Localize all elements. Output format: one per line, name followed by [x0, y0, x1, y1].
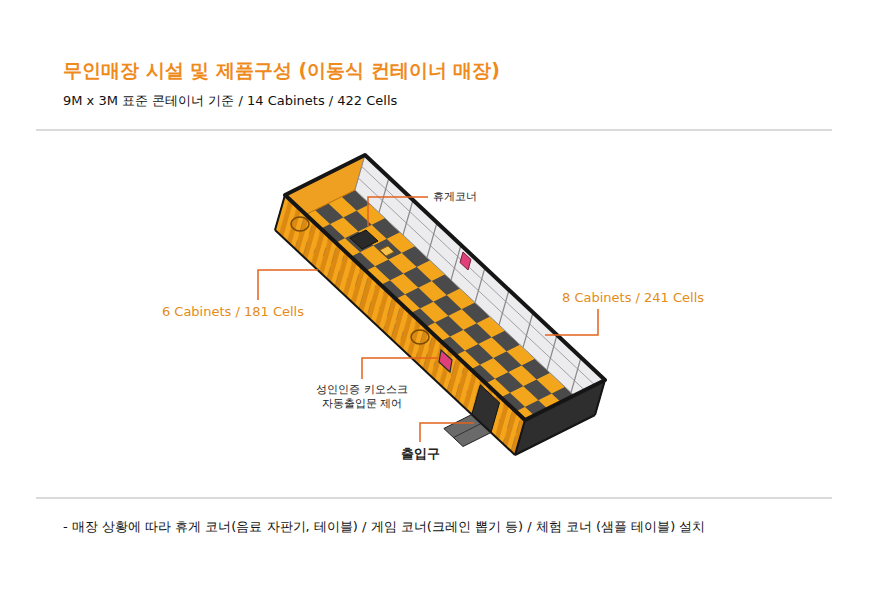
leader-line	[258, 270, 318, 300]
step-edge	[454, 424, 482, 438]
cabinet-divider	[571, 358, 581, 393]
cabinet-count: 6 Cabinets / 181 Cells	[161, 304, 305, 319]
leader-line	[368, 197, 428, 226]
leader-line	[362, 358, 438, 379]
subtitle: 9M x 3M 표준 콘테이너 기준 / 14 Cabinets / 422 C…	[63, 93, 397, 109]
cabinet-count: 8 Cabinets / 241 Cells	[561, 290, 705, 305]
chair	[380, 246, 394, 256]
container-edge	[515, 415, 595, 455]
cabinet-divider	[379, 178, 389, 213]
cabinet-divider	[547, 335, 557, 370]
footnote: - 매장 상황에 따라 휴게 코너(음료 자판기, 테이블) / 게임 코너(크…	[63, 519, 705, 535]
cabinet-divider	[499, 290, 509, 325]
rest-table	[350, 230, 378, 249]
wall-logo	[411, 330, 429, 344]
cabinet-divider	[427, 223, 437, 258]
container-wall	[275, 195, 525, 455]
divider-line	[36, 498, 832, 499]
cabinet-divider	[403, 200, 413, 235]
container-edge	[275, 195, 285, 230]
callout-label: 휴게코너	[432, 190, 478, 204]
entrance-steps	[444, 415, 491, 447]
divider-line	[36, 130, 832, 131]
callout-label: 출입구	[400, 446, 441, 461]
callout-label: 성인인증 키오스크 자동출입문 제어	[314, 383, 410, 411]
leader-line	[420, 423, 474, 442]
container-rim	[285, 155, 605, 420]
cabinet-divider	[475, 268, 485, 303]
leader-line	[545, 309, 598, 335]
cabinet-divider	[523, 313, 533, 348]
kiosk	[439, 350, 452, 372]
page-title: 무인매장 시설 및 제품구성 (이동식 컨테이너 매장)	[63, 58, 500, 82]
wall-logo	[291, 217, 309, 231]
container-edge	[595, 380, 605, 415]
container-edge	[275, 230, 515, 455]
cabinet-shelf	[362, 167, 602, 392]
